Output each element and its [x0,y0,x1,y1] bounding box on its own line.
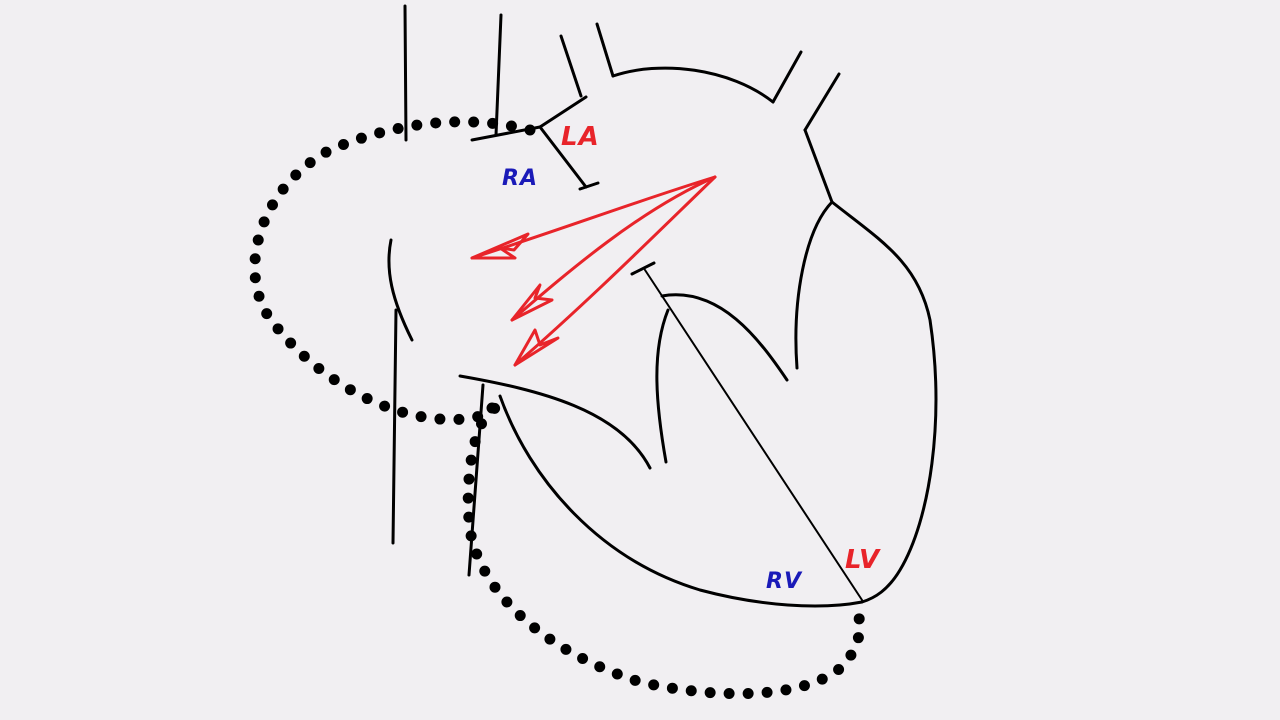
vena-cava-line-1 [403,4,408,142]
arrow-head-middle [510,283,554,322]
label-left-atrium: LA [561,122,600,152]
label-right-atrium: RA [502,166,538,191]
pulmonary-line-2 [595,22,615,78]
circulation-paths [249,116,866,700]
left-heart-border [803,128,938,604]
vena-cava-line-2 [494,13,503,137]
arrow-shaft-lower [513,175,717,367]
tricuspid-flap [458,374,652,470]
arrow-head-upper [470,232,530,260]
pulmonary-line-1 [559,34,583,98]
inferior-border [498,394,864,608]
arrow-head-lower [513,328,560,367]
septum-atrial-cap [578,181,600,191]
arrow-shaft-upper [470,175,717,260]
ivc-line [391,308,398,545]
septum-atrial [538,125,588,189]
septum-cap [630,261,656,276]
right-ventricle-inner [655,308,670,464]
chamber-labels: LA RA LV RV [502,122,881,594]
pulmonary-circulation-dotted [249,116,536,426]
red-arrow-icon [470,175,717,367]
aorta-line-1 [771,50,803,104]
great-vessels [391,4,841,577]
aortic-arch [611,66,775,104]
interventricular-septum [644,269,863,601]
aorta-line-2 [803,72,841,132]
arrow-shaft-middle [510,175,717,322]
heart-outline [387,66,938,608]
right-atrial-border [387,238,414,342]
mitral-flap [660,293,789,382]
inner-left-wall [794,200,834,370]
label-left-ventricle: LV [845,545,881,575]
systemic-circulation-dotted [462,402,866,700]
label-right-ventricle: RV [766,569,803,594]
